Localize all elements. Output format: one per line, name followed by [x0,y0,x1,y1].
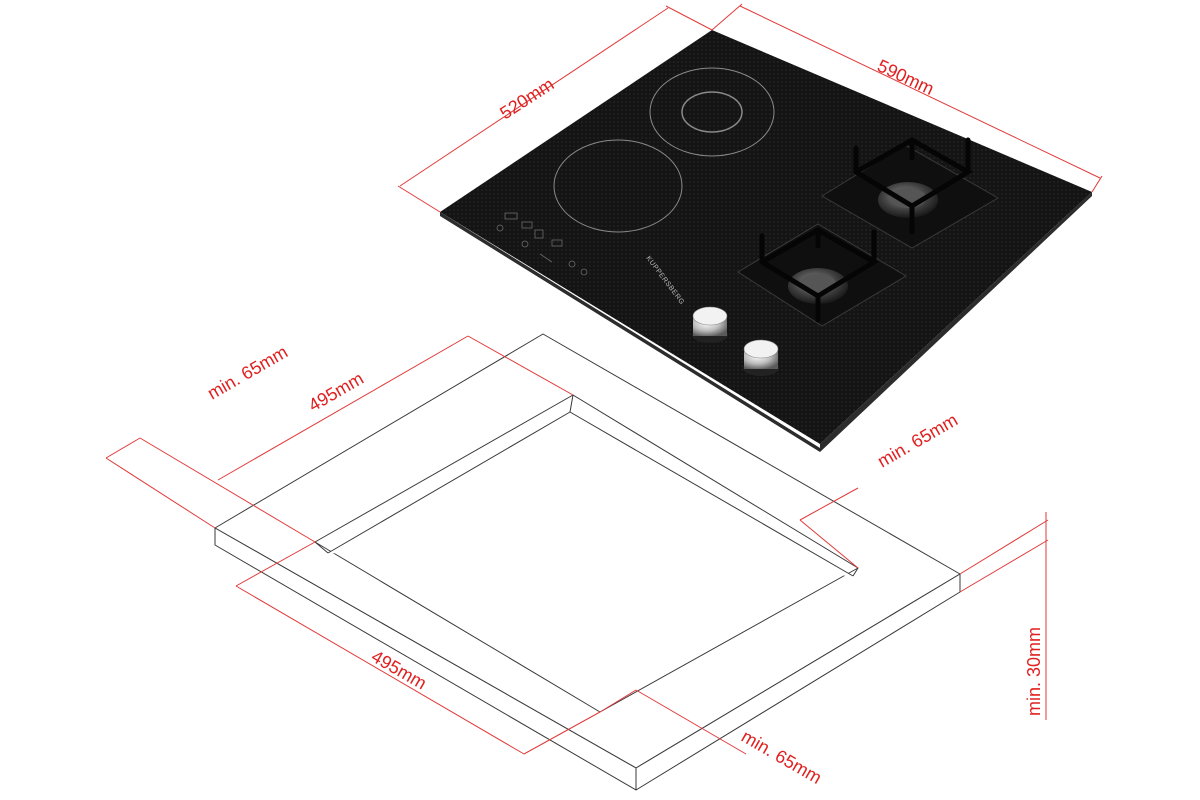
divider [539,253,553,263]
display-segment [504,212,518,220]
gas-burner-front [737,223,907,327]
touch-button[interactable] [568,260,576,268]
gas-burner-rear [821,137,1000,249]
display-segment [534,229,544,239]
display-segment [551,239,563,247]
dim-hob-depth-label: 520mm [496,74,557,123]
hob-glass-top [440,30,1092,444]
dim-worktop-thickness-label: min. 30mm [1024,627,1044,716]
control-knob-2[interactable] [743,339,779,376]
control-knob-1[interactable] [692,306,728,343]
cutout-right-corner-edge [852,567,859,577]
control-panel [496,212,588,276]
electric-zone-front [553,139,683,233]
dim-cutout-depth-label: 495mm [305,368,367,415]
touch-button[interactable] [521,240,529,248]
touch-button[interactable] [580,268,588,276]
touch-button[interactable] [496,224,504,232]
worktop-cutout [214,333,961,791]
cutout-back-corner-edge [569,394,574,413]
hob: KUPPERSBERG [440,30,1092,452]
pan-support [853,137,973,235]
pan-support [759,227,879,323]
electric-zone-rear [649,67,775,157]
dim-hob-width-label: 590mm [874,55,937,98]
dimension-lines [105,3,1103,755]
dim-margin-back-label: min. 65mm [874,410,961,472]
display-segment [521,221,533,229]
dim-margin-left-label: min. 65mm [204,342,291,404]
dim-margin-front-label: min. 65mm [738,726,825,788]
cutout-left-corner-edge [314,541,329,554]
